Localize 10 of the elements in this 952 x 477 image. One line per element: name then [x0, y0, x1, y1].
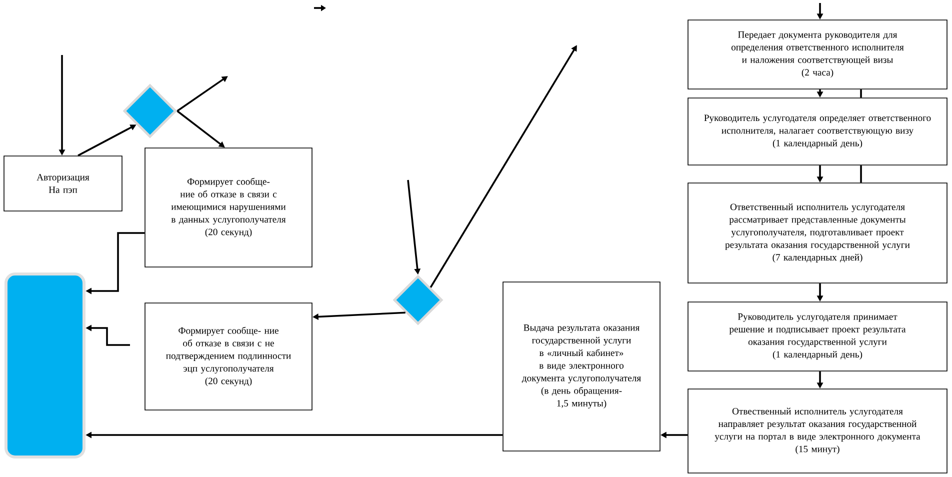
process-box: Формирует сообще- ние об отказе в связи с не подтверждением подлинности эцп услугополучателя (20 секунд): [144, 302, 312, 410]
terminal-box: [4, 272, 86, 458]
process-box: Отвественный исполнитель услугодателя направляет результат оказания государственной услуги на портал в виде электронного документа (15 минут): [688, 388, 948, 474]
process-box: Передает документа руководителя для определения ответственного исполнителя и наложения соответствующей визы (2 часа): [688, 20, 948, 90]
process-box: Руководитель услугодателя определяет ответственного исполнителя, налагает соответствующую визу (1 календарный день): [688, 98, 948, 166]
process-box: Ответственный исполнитель услугодателя рассматривает представленные документы услугополучателя, подготавливает проект результата оказания государственной услуги (7 календарных дней): [688, 182, 948, 284]
process-box: Выдача результата оказания государственной услуги в «личный кабинет» в виде электронного документа услугополучателя (в день обращения- 1,5 минуты): [502, 282, 660, 452]
process-box: Руководитель услугодателя принимает решение и подписывает проект результата оказания государственной услуги (1 календарный день): [688, 302, 948, 372]
process-box: Формирует сообще- ние об отказе в связи с имеющимися нарушениями в данных услугополучателя (20 секунд): [144, 148, 312, 268]
process-box: Авторизация На пэп: [4, 156, 122, 212]
